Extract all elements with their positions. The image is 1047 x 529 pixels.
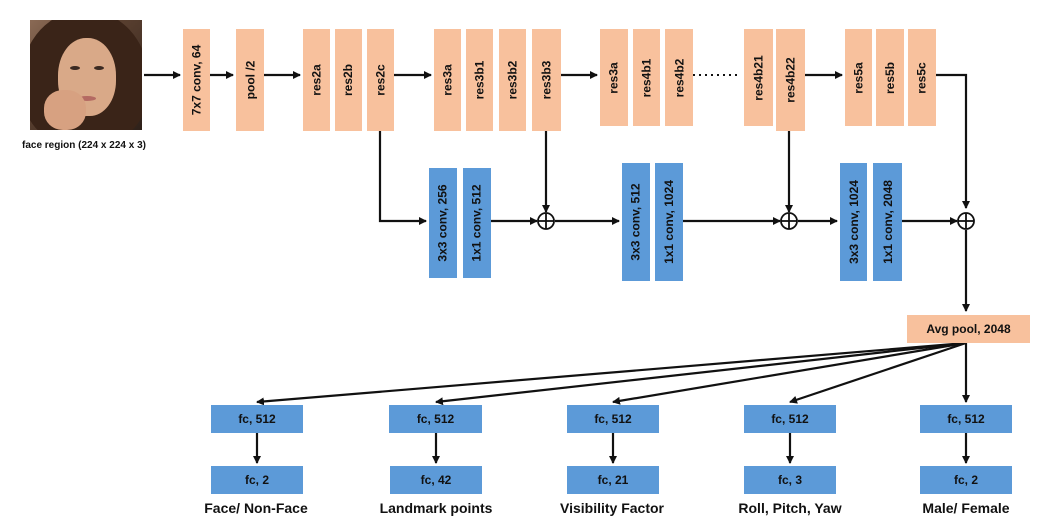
res2a-block: res2a	[303, 29, 330, 131]
avg-pool-block: Avg pool, 2048	[907, 315, 1030, 343]
head5-fc1-label: fc, 512	[947, 412, 985, 426]
branch1-conv1x1-label: 1x1 conv, 512	[470, 184, 485, 262]
res2b-label: res2b	[341, 63, 356, 97]
res4b22-label: res4b22	[783, 57, 798, 103]
branch1-conv1x1-block: 1x1 conv, 512	[463, 168, 491, 278]
head2-fc1-label: fc, 512	[416, 412, 455, 426]
pool-block: pool /2	[236, 29, 264, 131]
pool-label: pool /2	[243, 60, 258, 100]
branch3-conv1x1-label: 1x1 conv, 2048	[880, 180, 895, 264]
head3-fc1: fc, 512	[567, 405, 659, 433]
branch3-conv3x3-label: 3x3 conv, 1024	[846, 180, 861, 264]
res4-first-block: res3a	[600, 29, 628, 126]
head1-output-label: Face/ Non-Face	[204, 500, 308, 516]
head4-fc2-label: fc, 3	[777, 473, 802, 487]
branch2-conv1x1-label: 1x1 conv, 1024	[662, 180, 676, 264]
res3b1-block: res3b1	[466, 29, 493, 131]
res2c-label: res2c	[373, 64, 388, 96]
head3-fc2: fc, 21	[567, 466, 659, 494]
input-caption: face region (224 x 224 x 3)	[22, 140, 146, 151]
branch2-conv1x1-block: 1x1 conv, 1024	[655, 163, 683, 281]
head5-fc2-label: fc, 2	[953, 473, 978, 487]
res3b3-label: res3b3	[539, 60, 554, 100]
head3-fc2-label: fc, 21	[597, 473, 629, 487]
head1-fc2-label: fc, 2	[244, 473, 269, 487]
head1-fc1: fc, 512	[211, 405, 303, 433]
head5-output-label: Male/ Female	[922, 500, 1010, 516]
branch3-conv1x1-block: 1x1 conv, 2048	[873, 163, 902, 281]
head4-fc2: fc, 3	[744, 466, 836, 494]
head2-fc2: fc, 42	[390, 466, 482, 494]
head5-fc1: fc, 512	[920, 405, 1012, 433]
avg-pool-label: Avg pool, 2048	[926, 322, 1011, 336]
res4b22-block: res4b22	[776, 29, 805, 131]
res5a-label: res5a	[851, 61, 866, 94]
head4-output-label: Roll, Pitch, Yaw	[738, 500, 842, 516]
head2-fc2-label: fc, 42	[420, 473, 452, 487]
res4b2-block: res4b2	[665, 29, 693, 126]
res2a-label: res2a	[309, 64, 324, 96]
head2-output-label: Landmark points	[379, 500, 493, 516]
conv1-block: 7x7 conv, 64	[183, 29, 210, 131]
sum-node-1	[537, 212, 555, 230]
res5a-block: res5a	[845, 29, 872, 126]
conv1-label: 7x7 conv, 64	[189, 44, 204, 116]
res3b1-label: res3b1	[472, 60, 487, 100]
res4b2-label: res4b2	[672, 58, 687, 97]
res3a-block: res3a	[434, 29, 461, 131]
res4b21-label: res4b21	[751, 54, 766, 101]
head5-fc2: fc, 2	[920, 466, 1012, 494]
res4b1-block: res4b1	[633, 29, 660, 126]
sum-node-2	[780, 212, 798, 230]
res2c-block: res2c	[367, 29, 394, 131]
head1-fc1-label: fc, 512	[238, 412, 276, 426]
res5c-block: res5c	[908, 29, 936, 126]
res2b-block: res2b	[335, 29, 362, 131]
res3a-label: res3a	[440, 64, 455, 96]
branch2-conv3x3-label: 3x3 conv, 512	[629, 183, 644, 261]
sum-node-3	[957, 212, 975, 230]
head4-fc1: fc, 512	[744, 405, 836, 433]
res4b1-label: res4b1	[639, 58, 654, 97]
res5b-block: res5b	[876, 29, 904, 126]
head1-fc2: fc, 2	[211, 466, 303, 494]
res3b3-block: res3b3	[532, 29, 561, 131]
branch1-conv3x3-block: 3x3 conv, 256	[429, 168, 457, 278]
res4-first-label: res3a	[607, 61, 621, 94]
res3b2-block: res3b2	[499, 29, 526, 131]
head2-fc1: fc, 512	[389, 405, 482, 433]
res5b-label: res5b	[883, 61, 897, 94]
head3-fc1-label: fc, 512	[594, 412, 632, 426]
face-image	[30, 20, 142, 130]
head4-fc1-label: fc, 512	[771, 412, 809, 426]
branch3-conv3x3-block: 3x3 conv, 1024	[840, 163, 867, 281]
res3b2-label: res3b2	[505, 60, 520, 100]
res4b21-block: res4b21	[744, 29, 773, 126]
res5c-label: res5c	[915, 61, 929, 94]
head3-output-label: Visibility Factor	[560, 500, 664, 516]
branch2-conv3x3-block: 3x3 conv, 512	[622, 163, 650, 281]
branch1-conv3x3-label: 3x3 conv, 256	[436, 184, 451, 262]
